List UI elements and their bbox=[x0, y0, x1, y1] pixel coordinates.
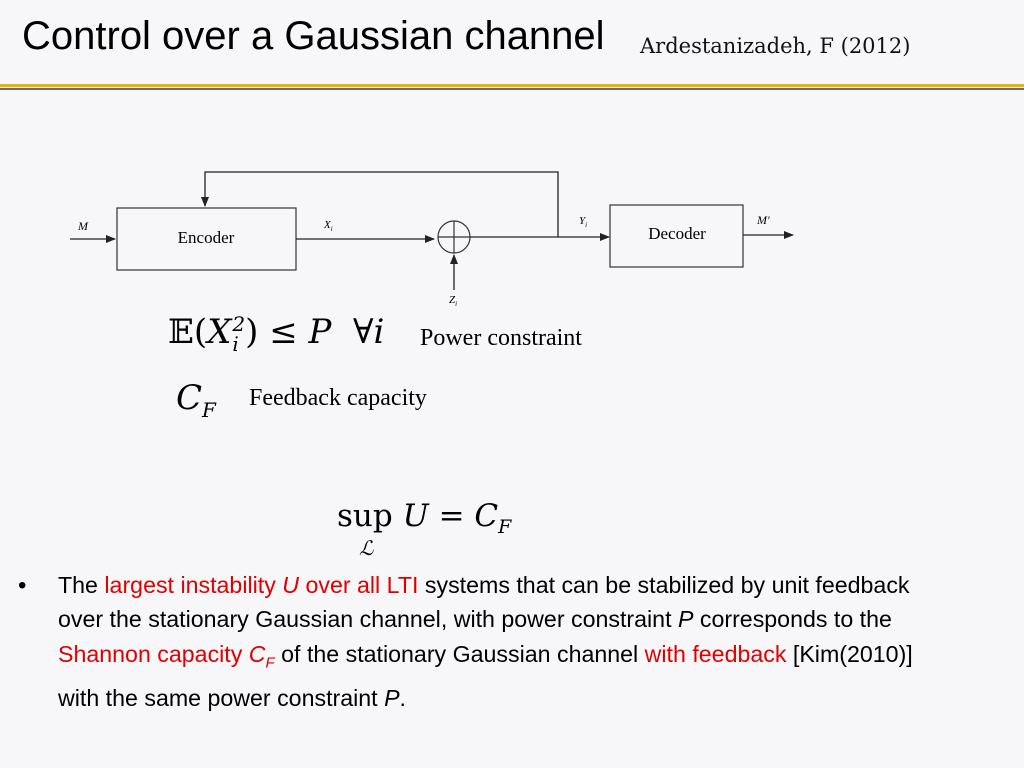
slide-title: Control over a Gaussian channel bbox=[22, 14, 605, 58]
y-label: Yi bbox=[579, 215, 587, 229]
z-label: Zi bbox=[449, 294, 457, 308]
power-constraint-label: Power constraint bbox=[420, 325, 582, 351]
bullet-marker: • bbox=[18, 572, 27, 599]
output-label: M' bbox=[756, 213, 770, 227]
decoder-box bbox=[609, 204, 744, 268]
bullet-text: The largest instability U over all LTI s… bbox=[58, 572, 913, 711]
feedback-path bbox=[201, 171, 559, 237]
slide-citation: Ardestanizadeh, F (2012) bbox=[640, 34, 911, 58]
supremum-equation: sup U = CF ℒ bbox=[337, 498, 512, 560]
feedback-capacity-label: Feedback capacity bbox=[249, 385, 427, 411]
x-label: Xi bbox=[323, 219, 333, 233]
feedback-capacity-symbol: CF bbox=[176, 378, 216, 422]
title-underline-gold bbox=[0, 84, 1024, 87]
decoder-label: Decoder bbox=[648, 224, 706, 243]
encoder-label: Encoder bbox=[178, 228, 235, 247]
block-diagram: M Encoder Xi Zi Yi Decoder M' bbox=[70, 171, 794, 308]
input-label: M bbox=[77, 219, 89, 233]
title-underline-dark bbox=[0, 88, 1024, 90]
